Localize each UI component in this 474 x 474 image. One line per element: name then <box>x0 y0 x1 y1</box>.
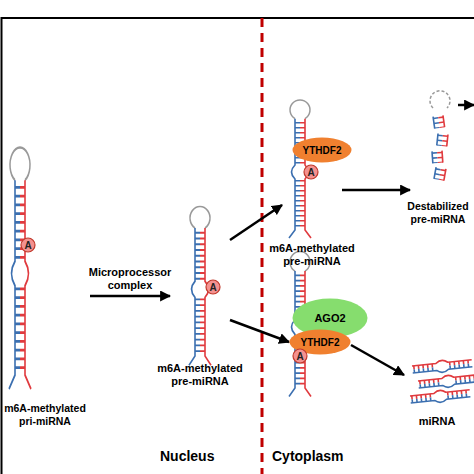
rna-fragment <box>437 133 448 146</box>
structure-label: Destabilized pre-miRNA <box>400 200 474 225</box>
m6a-mark: A <box>205 279 221 295</box>
shape-label: A <box>209 282 216 293</box>
rna-fragment <box>432 151 443 164</box>
m6a-mark: A <box>303 164 319 180</box>
shape-label: A <box>307 167 314 178</box>
rna-structure: m6A-methylated pre-miRNAA <box>170 205 230 387</box>
structure-label: miRNA <box>404 415 470 428</box>
structure-label: m6A-methylated pre-miRNA <box>150 362 250 387</box>
flow-arrow <box>90 295 170 298</box>
compartment-label: Cytoplasm <box>272 448 344 464</box>
circle-shape <box>21 238 35 252</box>
flow-arrow <box>342 189 410 192</box>
ellipse-shape <box>293 138 352 163</box>
rna-fragment <box>433 115 445 128</box>
rna-structure: m6A-methylated pri-miRNA A <box>0 155 90 427</box>
mirna-duplex <box>410 387 471 405</box>
protein-ellipse: YTHDF2 <box>292 137 352 163</box>
flow-arrow <box>230 320 289 342</box>
rna-structure: Destabilized pre-miRNA <box>410 85 466 225</box>
mirna-duplex <box>418 372 474 390</box>
shape-label: A <box>24 240 31 251</box>
rna-structure: miRNA <box>404 355 470 427</box>
flow-arrow <box>351 345 404 375</box>
broken-loop <box>430 91 450 108</box>
circle-shape <box>293 349 307 363</box>
mirna-duplex <box>412 357 473 375</box>
flow-arrow <box>230 205 282 240</box>
nuclear-boundary <box>261 18 264 474</box>
continuation-arrow <box>458 104 474 107</box>
shape-label: A <box>296 351 303 362</box>
m6a-mark: A <box>292 348 308 364</box>
circle-shape <box>206 280 220 294</box>
shape-label: YTHDF2 <box>301 337 340 348</box>
rna-structure: m6A-methylated pre-miRNAYTHDF2A <box>282 95 342 267</box>
structure-label: m6A-methylated pri-miRNA <box>0 402 90 427</box>
shape-label: AGO2 <box>314 313 345 324</box>
pri-mirna-hairpin <box>9 147 31 389</box>
compartment-label: Nucleus <box>160 448 214 464</box>
m6a-mark: A <box>20 237 36 253</box>
arrow-label: Microprocessor complex <box>82 266 178 292</box>
structure-label: m6A-methylated pre-miRNA <box>262 242 362 267</box>
shape-label: YTHDF2 <box>303 145 342 156</box>
circle-shape <box>304 165 318 179</box>
rna-fragment <box>434 167 446 181</box>
